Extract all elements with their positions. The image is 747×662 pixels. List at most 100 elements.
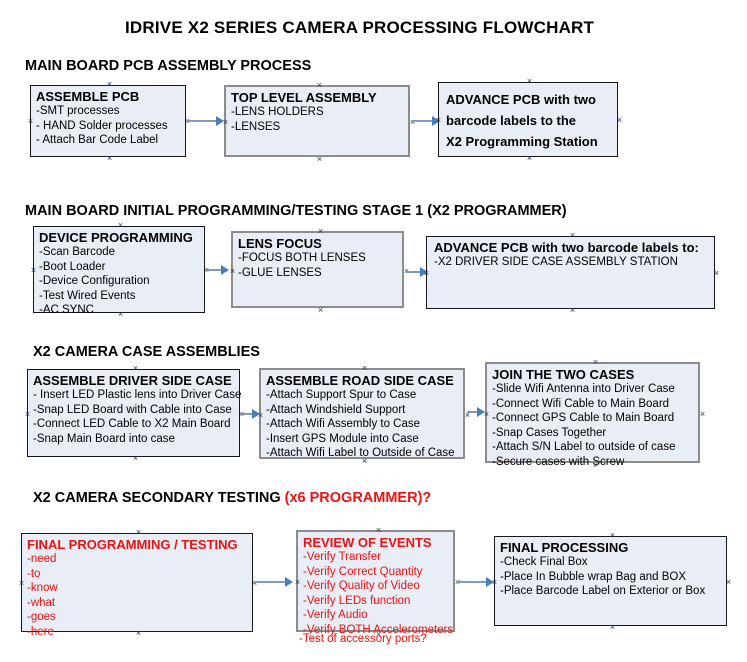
resize-handle-bottom[interactable]	[375, 631, 382, 638]
connector-2-1	[207, 269, 223, 271]
box-line: -Attach Support Spur to Case	[266, 389, 417, 401]
box-line-list: -Scan Barcode -Boot Loader -Device Confi…	[39, 245, 202, 318]
box-line-list: -need -to -know -what -goes -here	[27, 552, 250, 639]
box-line: ADVANCE PCB with two	[446, 92, 596, 107]
connector-1-1	[189, 120, 217, 122]
resize-handle-left[interactable]	[423, 270, 430, 277]
box-line: -Connect GPS Cable to Main Board	[492, 412, 675, 424]
connector-4-1	[255, 581, 287, 583]
arrow-head-3-2	[477, 407, 485, 417]
box-final-processing[interactable]: FINAL PROCESSING -Check Final Box -Place…	[494, 536, 727, 626]
resize-handle-left[interactable]	[491, 579, 498, 586]
box-title: ADVANCE PCB with two barcode labels to:	[434, 240, 699, 255]
resize-handle-top[interactable]	[609, 532, 616, 539]
resize-handle-left[interactable]	[229, 268, 236, 275]
resize-handle-bottom[interactable]	[361, 458, 368, 465]
connector-4-2	[457, 581, 489, 583]
resize-handle-top[interactable]	[569, 232, 576, 239]
resize-handle-top[interactable]	[106, 81, 113, 88]
box-line: -Attach Windshield Support	[266, 403, 406, 416]
box-advance-pcb-driver-side[interactable]: ADVANCE PCB with two barcode labels to: …	[426, 236, 715, 309]
resize-handle-bottom[interactable]	[569, 307, 576, 314]
box-line-list: -Attach Support Spur to Case -Attach Win…	[266, 388, 461, 461]
resize-handle-bottom[interactable]	[135, 630, 142, 637]
box-review-of-events[interactable]: REVIEW OF EVENTS -Verify Transfer -Verif…	[294, 527, 455, 645]
resize-handle-left[interactable]	[27, 118, 34, 125]
resize-handle-right[interactable]	[713, 270, 720, 277]
resize-handle-left[interactable]	[435, 117, 442, 124]
resize-handle-left[interactable]	[18, 580, 25, 587]
arrow-head-1-1	[216, 116, 224, 126]
resize-handle-bottom[interactable]	[609, 624, 616, 631]
box-overflow-line: -Test of accessory ports?	[299, 633, 427, 645]
arrow-head-2-1	[221, 265, 229, 275]
box-line: -Connect LED Cable to X2 Main Board	[33, 418, 231, 430]
box-join-the-two-cases[interactable]: JOIN THE TWO CASES -Slide Wifi Antenna i…	[483, 359, 700, 468]
resize-handle-left[interactable]	[483, 411, 490, 418]
resize-handle-right[interactable]	[699, 411, 706, 418]
box-line: X2 Programming Station	[446, 134, 598, 149]
resize-handle-bottom[interactable]	[132, 455, 139, 462]
box-title: FINAL PROGRAMMING / TESTING	[27, 537, 238, 552]
resize-handle-top[interactable]	[361, 365, 368, 372]
resize-handle-top[interactable]	[117, 222, 124, 229]
box-line: -goes	[27, 611, 56, 623]
box-line: -LENSES	[231, 120, 281, 133]
box-line: -Scan Barcode	[39, 246, 116, 258]
resize-handle-left[interactable]	[30, 267, 37, 274]
box-top-level-assembly[interactable]: TOP LEVEL ASSEMBLY -LENS HOLDERS -LENSES	[224, 85, 410, 157]
box-title: ASSEMBLE DRIVER SIDE CASE	[33, 373, 232, 388]
box-title: JOIN THE TWO CASES	[492, 367, 635, 382]
resize-handle-bottom[interactable]	[106, 155, 113, 162]
section-heading-1-text: MAIN BOARD PCB ASSEMBLY PROCESS	[25, 58, 312, 74]
box-line-list: -X2 DRIVER SIDE CASE ASSEMBLY STATION	[434, 255, 712, 270]
box-line: -here	[27, 625, 54, 638]
box-line: -Connect Wifi Cable to Main Board	[492, 397, 670, 410]
section-heading-4: X2 CAMERA SECONDARY TESTING (x6 PROGRAMM…	[33, 490, 431, 506]
resize-handle-right[interactable]	[616, 117, 623, 124]
resize-handle-left[interactable]	[294, 579, 301, 586]
box-advance-pcb-programming-station[interactable]: ADVANCE PCB with two barcode labels to t…	[438, 82, 618, 157]
box-title: LENS FOCUS	[238, 236, 322, 251]
box-final-programming-testing[interactable]: FINAL PROGRAMMING / TESTING -need -to -k…	[18, 533, 253, 638]
resize-handle-bottom[interactable]	[316, 156, 323, 163]
resize-handle-top[interactable]	[132, 365, 139, 372]
arrow-head-4-2	[486, 577, 494, 587]
resize-handle-right[interactable]	[464, 412, 471, 419]
box-title: DEVICE PROGRAMMING	[39, 230, 193, 245]
connector-3-1	[242, 413, 255, 415]
resize-handle-left[interactable]	[24, 411, 31, 418]
resize-handle-bottom[interactable]	[526, 155, 533, 162]
box-device-programming[interactable]: DEVICE PROGRAMMING -Scan Barcode -Boot L…	[30, 226, 205, 316]
box-line: -X2 DRIVER SIDE CASE ASSEMBLY STATION	[434, 256, 678, 268]
box-line-list: -Verify Transfer -Verify Correct Quantit…	[303, 550, 453, 637]
box-assemble-road-side-case[interactable]: ASSEMBLE ROAD SIDE CASE -Attach Support …	[259, 368, 465, 459]
resize-handle-right[interactable]	[725, 579, 732, 586]
resize-handle-top[interactable]	[135, 529, 142, 536]
box-assemble-pcb[interactable]: ASSEMBLE PCB -SMT processes - HAND Solde…	[30, 85, 186, 157]
box-lens-focus[interactable]: LENS FOCUS -FOCUS BOTH LENSES -GLUE LENS…	[231, 231, 404, 308]
box-line: -Attach S/N Label to outside of case	[492, 441, 676, 453]
resize-handle-bottom[interactable]	[592, 462, 599, 469]
resize-handle-top[interactable]	[316, 82, 323, 89]
arrow-head-3-1	[252, 409, 260, 419]
section-heading-4-red-text: (x6 PROGRAMMER)?	[284, 490, 432, 506]
resize-handle-top[interactable]	[592, 359, 599, 366]
resize-handle-top[interactable]	[317, 228, 324, 235]
resize-handle-bottom[interactable]	[117, 311, 124, 318]
resize-handle-bottom[interactable]	[317, 307, 324, 314]
box-line: -Attach Wifi Label to Outside of Case	[266, 447, 455, 459]
box-line: -LENS HOLDERS	[231, 106, 324, 118]
resize-handle-left[interactable]	[222, 119, 229, 126]
box-title: ASSEMBLE PCB	[36, 89, 140, 104]
box-line-list: -Slide Wifi Antenna into Driver Case -Co…	[492, 382, 696, 469]
box-line: -know	[27, 582, 58, 594]
resize-handle-left[interactable]	[257, 412, 264, 419]
box-title: ASSEMBLE ROAD SIDE CASE	[266, 373, 454, 388]
box-line: -Insert GPS Module into Case	[266, 432, 419, 445]
box-assemble-driver-side-case[interactable]: ASSEMBLE DRIVER SIDE CASE - Insert LED P…	[24, 369, 241, 457]
box-line: - HAND Solder processes	[36, 119, 168, 132]
resize-handle-top[interactable]	[526, 78, 533, 85]
resize-handle-top[interactable]	[375, 527, 382, 534]
